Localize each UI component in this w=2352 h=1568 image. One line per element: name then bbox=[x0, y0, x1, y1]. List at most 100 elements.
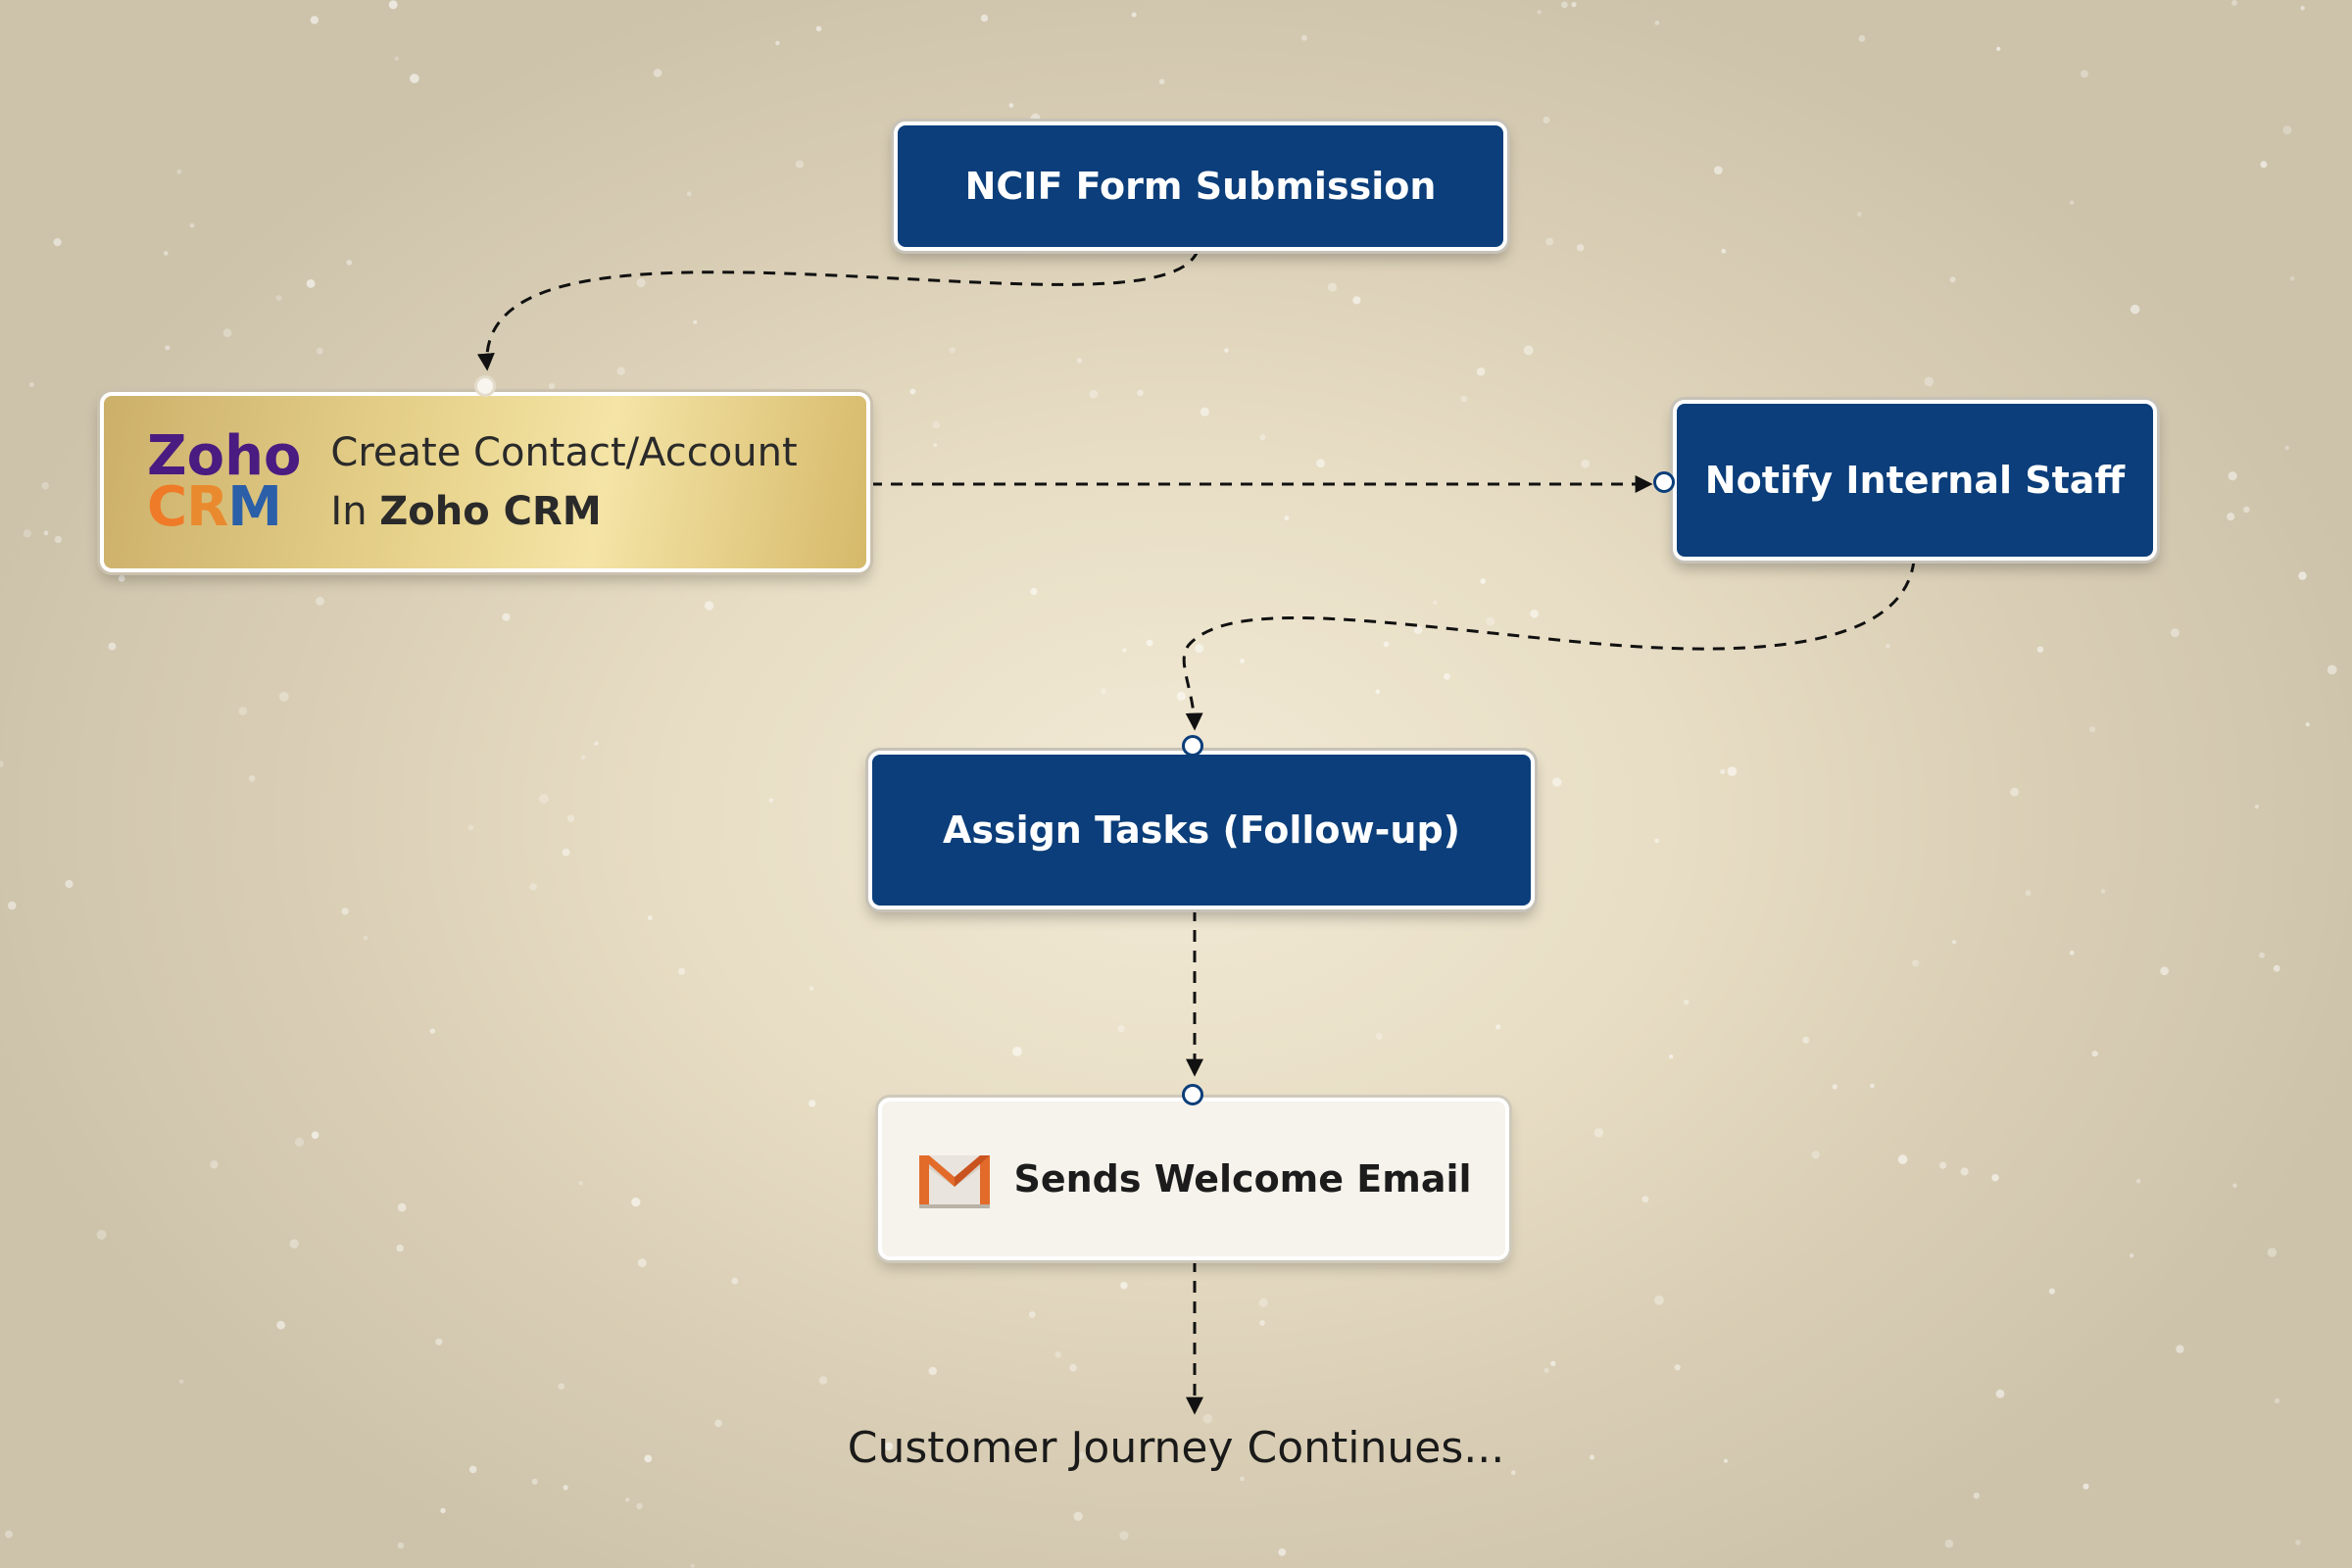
background-dot bbox=[306, 279, 316, 288]
background-dot bbox=[1240, 659, 1245, 663]
background-dot bbox=[363, 935, 368, 941]
node-notify-staff[interactable]: Notify Internal Staff bbox=[1673, 400, 2157, 561]
background-dot bbox=[529, 883, 537, 891]
background-dot bbox=[1960, 1167, 1969, 1176]
background-dot bbox=[2254, 805, 2259, 809]
crm-logo-letter-c: C bbox=[147, 475, 187, 539]
background-dot bbox=[396, 1244, 404, 1252]
background-dot bbox=[310, 16, 319, 24]
background-dot bbox=[2135, 1178, 2141, 1184]
background-dot bbox=[1240, 1476, 1245, 1482]
background-dot bbox=[1101, 688, 1107, 695]
background-dot bbox=[41, 481, 49, 490]
background-dot bbox=[1120, 1282, 1128, 1290]
background-dot bbox=[2282, 125, 2292, 135]
background-dot bbox=[2243, 506, 2250, 514]
background-dot bbox=[562, 848, 570, 857]
background-dot bbox=[2160, 966, 2170, 976]
background-dot bbox=[693, 319, 698, 324]
background-dot bbox=[677, 967, 686, 975]
background-dot bbox=[1028, 1311, 1036, 1318]
background-dot bbox=[636, 1502, 643, 1510]
background-dot bbox=[2228, 471, 2237, 481]
crm-logo-letter-r: R bbox=[186, 475, 228, 539]
background-dot bbox=[1284, 515, 1290, 521]
background-dot bbox=[1486, 616, 1495, 626]
background-dot bbox=[179, 1379, 184, 1384]
background-dot bbox=[2295, 1540, 2301, 1545]
background-dot bbox=[294, 1138, 304, 1148]
background-dot bbox=[1949, 276, 1956, 283]
background-dot bbox=[164, 251, 169, 256]
background-dot bbox=[2036, 646, 2044, 653]
background-dot bbox=[980, 14, 989, 23]
background-dot bbox=[248, 775, 256, 782]
background-dot bbox=[1996, 46, 2001, 52]
background-dot bbox=[558, 1383, 565, 1390]
background-dot bbox=[7, 901, 17, 910]
background-dot bbox=[538, 794, 549, 804]
background-dot bbox=[468, 1465, 477, 1474]
background-dot bbox=[1642, 1196, 1649, 1203]
background-dot bbox=[580, 755, 586, 760]
background-dot bbox=[1495, 1024, 1501, 1030]
background-dot bbox=[2176, 1345, 2184, 1353]
crm-logo-word: CRM bbox=[147, 480, 301, 535]
background-dot bbox=[1973, 1493, 1980, 1499]
node-create-contact[interactable]: Zoho CRM Create Contact/Account In Zoho … bbox=[100, 392, 870, 572]
background-dot bbox=[2089, 726, 2096, 733]
background-dot bbox=[2305, 722, 2310, 727]
background-dot bbox=[2260, 161, 2268, 169]
background-dot bbox=[165, 345, 171, 351]
background-dot bbox=[316, 597, 324, 606]
background-dot bbox=[435, 1338, 443, 1346]
background-dot bbox=[388, 0, 398, 10]
background-dot bbox=[96, 1229, 107, 1240]
node-welcome-email[interactable]: Sends Welcome Email bbox=[878, 1098, 1509, 1260]
node-create-contact-line2-prefix: In bbox=[330, 489, 380, 534]
background-dot bbox=[625, 1497, 630, 1502]
background-dot bbox=[317, 347, 323, 355]
background-dot bbox=[578, 1180, 583, 1186]
node-form-submission[interactable]: NCIF Form Submission bbox=[894, 122, 1507, 251]
background-dot bbox=[2048, 1288, 2055, 1295]
background-dot bbox=[1561, 1, 1568, 9]
background-dot bbox=[1581, 459, 1591, 468]
background-dot bbox=[768, 798, 773, 803]
background-dot bbox=[1076, 358, 1083, 364]
background-dot bbox=[2081, 70, 2088, 78]
background-dot bbox=[2025, 890, 2032, 897]
background-dot bbox=[594, 741, 599, 746]
background-dot bbox=[1912, 959, 1920, 967]
background-dot bbox=[275, 295, 282, 301]
background-dot bbox=[1224, 348, 1229, 353]
background-dot bbox=[1858, 34, 1866, 42]
port-assign-input bbox=[1182, 735, 1203, 757]
background-dot bbox=[928, 1366, 937, 1376]
background-dot bbox=[1511, 1470, 1516, 1475]
port-email-input bbox=[1182, 1084, 1203, 1105]
background-dot bbox=[1259, 1320, 1265, 1326]
background-dot bbox=[1328, 282, 1338, 292]
node-create-contact-line2: In Zoho CRM bbox=[330, 482, 797, 541]
port-notify-input bbox=[1653, 471, 1675, 493]
background-dot bbox=[118, 575, 125, 582]
background-dot bbox=[909, 388, 916, 395]
background-dot bbox=[1131, 12, 1137, 18]
background-dot bbox=[1146, 639, 1153, 647]
background-dot bbox=[1008, 103, 1014, 108]
background-dot bbox=[2231, 0, 2237, 6]
background-dot bbox=[54, 535, 63, 544]
background-dot bbox=[176, 169, 182, 174]
node-assign-tasks[interactable]: Assign Tasks (Follow-up) bbox=[868, 751, 1535, 909]
background-dot bbox=[704, 601, 714, 611]
background-dot bbox=[884, 1442, 893, 1451]
background-dot bbox=[394, 56, 399, 61]
background-dot bbox=[1545, 237, 1554, 246]
background-dot bbox=[1995, 1389, 2005, 1398]
background-dot bbox=[2091, 1051, 2098, 1057]
background-dot bbox=[410, 74, 419, 83]
background-dot bbox=[278, 691, 289, 702]
node-create-contact-text: Create Contact/Account In Zoho CRM bbox=[330, 423, 797, 541]
background-dot bbox=[531, 1478, 538, 1485]
